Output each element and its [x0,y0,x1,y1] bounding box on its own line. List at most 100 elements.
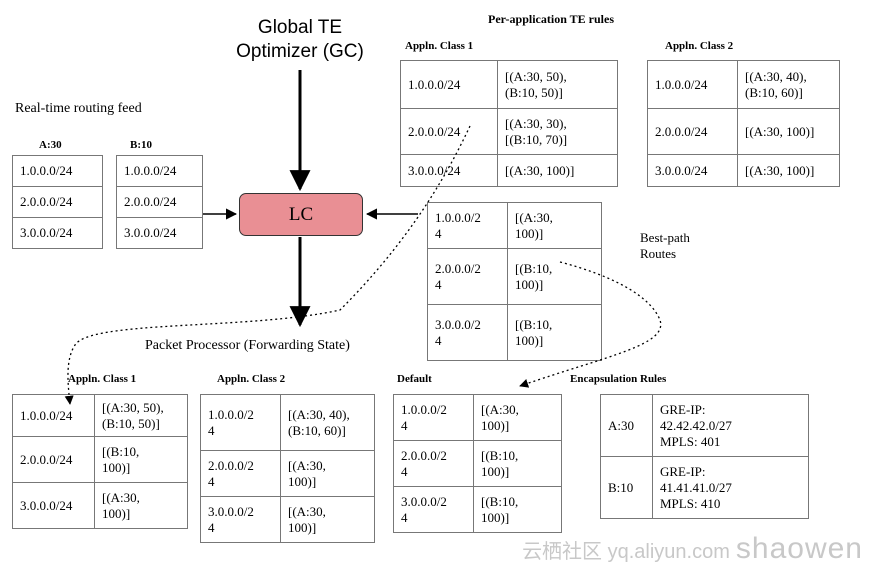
table-key-cell: B:10 [600,456,653,519]
table-key-cell: 2.0.0.0/24 [12,436,95,483]
table-key-cell: 2.0.0.0/2 4 [393,440,474,487]
table-value-cell: [(A:30, 30), [(B:10, 70)] [497,108,618,155]
per-app-te-title: Per-application TE rules [488,12,614,26]
table-value-cell: [(A:30, 100)] [94,482,188,529]
table-row: 3.0.0.0/2 4[(B:10, 100)] [427,304,602,361]
table-row: 1.0.0.0/2 4[(A:30, 40), (B:10, 60)] [200,394,375,451]
table-row: 3.0.0.0/2 4[(B:10, 100)] [393,486,562,533]
lc-label: LC [288,203,314,225]
table-value-cell: [(A:30, 100)] [737,154,840,187]
feed-a-title: A:30 [39,139,62,151]
table-value-cell: [(A:30, 100)] [280,496,375,543]
table-row: 2.0.0.0/24 [116,186,203,218]
gc-title: Global TE Optimizer (GC) [220,16,380,64]
table-value-cell: [(A:30, 50), (B:10, 50)] [94,394,188,437]
table-value-cell: [(A:30, 40), (B:10, 60)] [737,60,840,109]
fwd-class1-title: Appln. Class 1 [68,373,137,385]
table-key-cell: 2.0.0.0/2 4 [427,248,508,305]
te-class1-title: Appln. Class 1 [405,40,474,52]
best-path-label: Best-path Routes [640,230,690,261]
fwd-default-table: 1.0.0.0/2 4[(A:30, 100)]2.0.0.0/2 4[(B:1… [393,394,562,533]
table-key-cell: 3.0.0.0/24 [12,217,103,249]
table-key-cell: 1.0.0.0/24 [12,155,103,187]
table-key-cell: A:30 [600,394,653,457]
table-row: 3.0.0.0/24[(A:30, 100)] [647,154,840,187]
table-key-cell: 2.0.0.0/24 [12,186,103,218]
table-row: 1.0.0.0/24 [116,155,203,187]
table-key-cell: 3.0.0.0/24 [116,217,203,249]
table-row: 3.0.0.0/2 4[(A:30, 100)] [200,496,375,543]
table-row: 1.0.0.0/24[(A:30, 50), (B:10, 50)] [400,60,618,109]
table-value-cell: GRE-IP: 41.41.41.0/27 MPLS: 410 [652,456,809,519]
table-row: 1.0.0.0/24 [12,155,103,187]
table-value-cell: [(B:10, 100)] [473,440,562,487]
gc-title-line2: Optimizer (GC) [236,41,364,62]
table-key-cell: 3.0.0.0/2 4 [200,496,281,543]
table-key-cell: 1.0.0.0/2 4 [200,394,281,451]
packet-processor-label: Packet Processor (Forwarding State) [145,338,350,353]
table-row: 3.0.0.0/24[(A:30, 100)] [400,154,618,187]
table-value-cell: [(A:30, 40), (B:10, 60)] [280,394,375,451]
table-row: 2.0.0.0/2 4[(B:10, 100)] [393,440,562,487]
te-class2-table: 1.0.0.0/24[(A:30, 40), (B:10, 60)]2.0.0.… [647,60,840,187]
routing-feed-label: Real-time routing feed [15,101,142,116]
table-row: 2.0.0.0/2 4[(A:30, 100)] [200,450,375,497]
encap-title: Encapsulation Rules [570,373,667,385]
table-key-cell: 1.0.0.0/2 4 [393,394,474,441]
table-key-cell: 2.0.0.0/24 [116,186,203,218]
lc-box: LC [239,193,363,236]
best-path-table: 1.0.0.0/2 4[(A:30, 100)]2.0.0.0/2 4[(B:1… [427,202,602,361]
table-key-cell: 1.0.0.0/24 [400,60,498,109]
table-row: 3.0.0.0/24[(A:30, 100)] [12,482,188,529]
table-row: 1.0.0.0/24[(A:30, 40), (B:10, 60)] [647,60,840,109]
table-key-cell: 3.0.0.0/2 4 [427,304,508,361]
watermark-big: shaowen [735,532,863,565]
table-row: 1.0.0.0/2 4[(A:30, 100)] [393,394,562,441]
table-value-cell: [(A:30, 100)] [497,154,618,187]
table-key-cell: 3.0.0.0/24 [647,154,738,187]
table-key-cell: 1.0.0.0/24 [647,60,738,109]
watermark-cn: 云栖社区 yq.aliyun.com [522,541,730,563]
table-value-cell: GRE-IP: 42.42.42.0/27 MPLS: 401 [652,394,809,457]
table-key-cell: 3.0.0.0/24 [12,482,95,529]
table-value-cell: [(A:30, 100)] [507,202,602,249]
table-key-cell: 3.0.0.0/2 4 [393,486,474,533]
fwd-default-title: Default [397,373,432,385]
table-row: 2.0.0.0/2 4[(B:10, 100)] [427,248,602,305]
table-key-cell: 2.0.0.0/24 [400,108,498,155]
table-value-cell: [(B:10, 100)] [507,304,602,361]
table-value-cell: [(A:30, 50), (B:10, 50)] [497,60,618,109]
table-key-cell: 3.0.0.0/24 [400,154,498,187]
table-key-cell: 1.0.0.0/24 [116,155,203,187]
table-row: 1.0.0.0/24[(A:30, 50), (B:10, 50)] [12,394,188,437]
table-row: 2.0.0.0/24 [12,186,103,218]
table-value-cell: [(B:10, 100)] [473,486,562,533]
table-row: 2.0.0.0/24[(A:30, 30), [(B:10, 70)] [400,108,618,155]
table-key-cell: 2.0.0.0/24 [647,108,738,155]
feed-b-title: B:10 [130,139,152,151]
gc-title-line1: Global TE [257,17,343,38]
fwd-class1-table: 1.0.0.0/24[(A:30, 50), (B:10, 50)]2.0.0.… [12,394,188,529]
table-value-cell: [(B:10, 100)] [507,248,602,305]
table-row: 3.0.0.0/24 [116,217,203,249]
table-row: 3.0.0.0/24 [12,217,103,249]
table-key-cell: 1.0.0.0/24 [12,394,95,437]
fwd-class2-table: 1.0.0.0/2 4[(A:30, 40), (B:10, 60)]2.0.0… [200,394,375,543]
table-key-cell: 2.0.0.0/2 4 [200,450,281,497]
table-row: 2.0.0.0/24[(A:30, 100)] [647,108,840,155]
te-class1-table: 1.0.0.0/24[(A:30, 50), (B:10, 50)]2.0.0.… [400,60,618,187]
table-row: 1.0.0.0/2 4[(A:30, 100)] [427,202,602,249]
table-row: 2.0.0.0/24[(B:10, 100)] [12,436,188,483]
table-value-cell: [(A:30, 100)] [280,450,375,497]
table-key-cell: 1.0.0.0/2 4 [427,202,508,249]
table-value-cell: [(B:10, 100)] [94,436,188,483]
table-value-cell: [(A:30, 100)] [473,394,562,441]
table-value-cell: [(A:30, 100)] [737,108,840,155]
te-class2-title: Appln. Class 2 [665,40,734,52]
